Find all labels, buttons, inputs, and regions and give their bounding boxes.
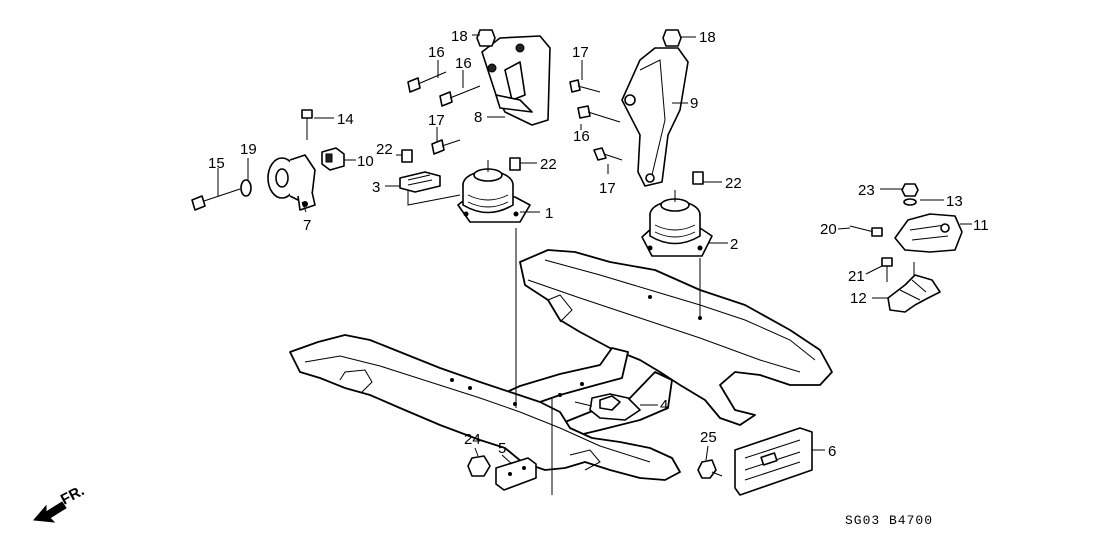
callout-23: 23 [858,182,875,199]
diagram-code: SG03 B4700 [845,513,933,528]
callout-12: 12 [850,290,867,307]
callout-10: 10 [357,153,374,170]
mount-4 [574,393,641,421]
callout-16-c: 16 [573,128,590,145]
mount-11 [894,213,963,253]
callout-16-a: 16 [428,44,445,61]
callout-20: 20 [820,221,837,238]
callout-14: 14 [337,111,354,128]
callout-17-c: 17 [599,180,616,197]
subframe [289,249,833,481]
callout-3: 3 [372,179,380,196]
callout-13: 13 [946,193,963,210]
leader-lines [217,34,972,465]
callout-9: 9 [690,95,698,112]
callout-18-b: 18 [699,29,716,46]
callout-18-a: 18 [451,28,468,45]
mount-7 [267,154,316,211]
bracket-12 [887,262,941,313]
engine-mount-1 [457,160,531,223]
hardware [191,29,919,479]
callout-5: 5 [498,440,506,457]
callout-11: 11 [973,217,989,234]
callout-24: 24 [464,431,481,448]
engine-mount-2 [641,190,713,257]
plate-5 [495,457,537,491]
bracket-8 [481,35,551,126]
callout-17-b: 17 [428,112,445,129]
callout-4: 4 [660,397,668,414]
front-direction-arrow-icon: FR. [32,482,87,523]
callout-labels: 1 2 3 4 5 6 7 8 9 10 11 12 13 14 15 16 1… [208,28,989,460]
callout-7: 7 [303,217,311,234]
callout-2: 2 [730,236,738,253]
clip-10 [321,147,345,171]
mount-bracket-3 [399,171,461,206]
callout-16-b: 16 [455,55,472,72]
callout-25: 25 [700,429,717,446]
callout-19: 19 [240,141,257,158]
callout-17-a: 17 [572,44,589,61]
callout-21: 21 [848,268,865,285]
callout-15: 15 [208,155,225,172]
callout-22-b: 22 [540,156,557,173]
callout-8: 8 [474,109,482,126]
bracket-6 [734,427,813,496]
callout-6: 6 [828,443,836,460]
alignment-lines [515,228,701,495]
callout-22-c: 22 [725,175,742,192]
callout-1: 1 [545,205,553,222]
bracket-9 [621,47,689,187]
callout-22-a: 22 [376,141,393,158]
